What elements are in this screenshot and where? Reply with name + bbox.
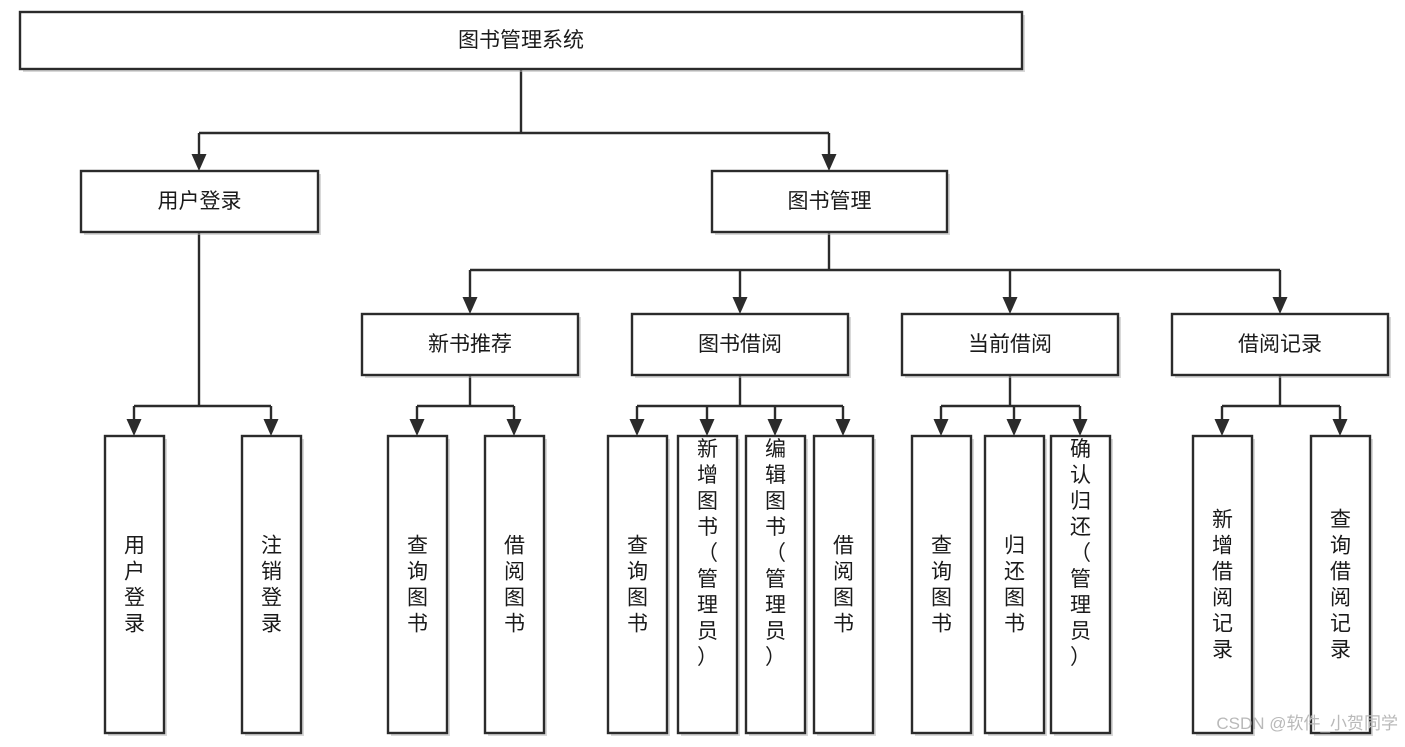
- node-label: 查询图书: [407, 535, 428, 636]
- node-leaf-borrow-book-2[interactable]: 借阅图书: [812, 434, 876, 736]
- connector-group: [933, 375, 1088, 436]
- node-label: 注销登录: [261, 535, 282, 636]
- node-leaf-borrow-book-1[interactable]: 借阅图书: [483, 434, 547, 736]
- node-leaf-user-login[interactable]: 用户登录: [103, 434, 167, 736]
- node-borrow-record[interactable]: 借阅记录: [1170, 312, 1391, 378]
- node-book-borrow[interactable]: 图书借阅: [630, 312, 851, 378]
- node-label: 新增图书（管理员）: [697, 438, 718, 669]
- node-label: 当前借阅: [968, 333, 1052, 356]
- node-label: 编辑图书（管理员）: [765, 438, 786, 669]
- node-label: 图书借阅: [698, 333, 782, 356]
- node-label: 查询图书: [627, 535, 648, 636]
- connector-group: [191, 69, 837, 171]
- connector-group: [409, 375, 522, 436]
- node-leaf-confirm-return[interactable]: 确认归还（管理员）: [1049, 434, 1113, 736]
- node-new-book-recommend[interactable]: 新书推荐: [360, 312, 581, 378]
- node-label: 用户登录: [124, 535, 145, 636]
- connector-group: [126, 232, 279, 436]
- node-label: 新书推荐: [428, 333, 512, 356]
- node-label: 查询借阅记录: [1330, 509, 1351, 662]
- node-user-login[interactable]: 用户登录: [79, 169, 321, 235]
- node-leaf-query-record[interactable]: 查询借阅记录: [1309, 434, 1373, 736]
- connector-group: [462, 232, 1288, 314]
- node-leaf-add-record[interactable]: 新增借阅记录: [1191, 434, 1255, 736]
- node-label: 归还图书: [1004, 535, 1025, 636]
- node-layer: 图书管理系统用户登录图书管理新书推荐图书借阅当前借阅借阅记录用户登录注销登录查询…: [18, 10, 1391, 736]
- connector-group: [1214, 375, 1348, 436]
- node-label: 新增借阅记录: [1212, 509, 1233, 662]
- node-current-borrow[interactable]: 当前借阅: [900, 312, 1121, 378]
- node-label: 图书管理系统: [458, 29, 584, 52]
- node-label: 确认归还（管理员）: [1070, 438, 1091, 669]
- node-book-management[interactable]: 图书管理: [710, 169, 950, 235]
- node-label: 用户登录: [158, 190, 242, 213]
- csdn-watermark: CSDN @软件_小贺同学: [1216, 714, 1398, 733]
- node-label: 借阅图书: [504, 535, 525, 636]
- connector-layer: [126, 69, 1348, 436]
- node-leaf-query-book-1[interactable]: 查询图书: [386, 434, 450, 736]
- node-leaf-add-book[interactable]: 新增图书（管理员）: [676, 434, 740, 736]
- node-leaf-return-book[interactable]: 归还图书: [983, 434, 1047, 736]
- node-label: 借阅图书: [833, 535, 854, 636]
- node-label: 借阅记录: [1238, 333, 1322, 356]
- node-label: 查询图书: [931, 535, 952, 636]
- node-leaf-query-book-3[interactable]: 查询图书: [910, 434, 974, 736]
- node-leaf-edit-book[interactable]: 编辑图书（管理员）: [744, 434, 808, 736]
- node-leaf-logout-login[interactable]: 注销登录: [240, 434, 304, 736]
- node-label: 图书管理: [788, 190, 872, 213]
- connector-group: [629, 375, 851, 436]
- node-leaf-query-book-2[interactable]: 查询图书: [606, 434, 670, 736]
- node-root[interactable]: 图书管理系统: [18, 10, 1025, 72]
